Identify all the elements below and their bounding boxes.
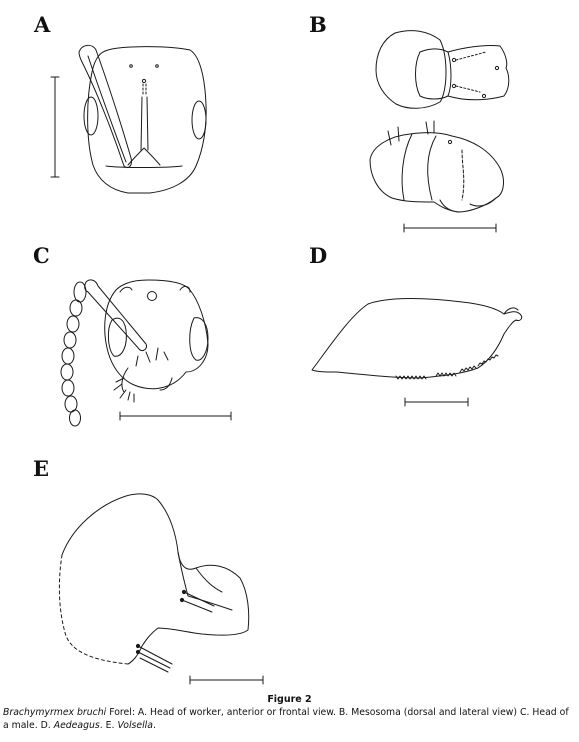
volsella-dashed-margin: [59, 555, 128, 664]
panel-label-c: C: [33, 243, 50, 268]
aedeagus-outline: [312, 299, 522, 379]
scale-bar-d: [405, 398, 468, 406]
scale-bar-e: [190, 676, 263, 684]
male-eye-right: [190, 318, 208, 361]
caption-term-aedeagus: Aedeagus: [53, 719, 100, 731]
caption-body-part-1: Forel: A. Head of worker, anterior or fr…: [3, 707, 569, 731]
aedeagus-serrate-margin: [396, 355, 498, 379]
figure-caption-title: Figure 2: [267, 694, 312, 705]
pronotum-dorsal: [376, 31, 446, 109]
ocellus-median: [142, 79, 145, 82]
panel-label-d: D: [309, 243, 327, 268]
volsella-lobe: [196, 568, 222, 592]
male-antennal-scape: [85, 280, 147, 351]
aedeagus-apex-hook: [504, 308, 518, 314]
head-vertex-corners: [120, 286, 190, 292]
propodeal-suture: [462, 150, 464, 200]
clypeal-hairs: [136, 348, 168, 366]
scale-bar-a: [51, 77, 59, 177]
caption-term-volsella: Volsella: [117, 719, 153, 731]
mesopleuron-suture: [428, 136, 436, 200]
male-ocellus: [148, 292, 157, 301]
panel-d: D: [309, 243, 522, 406]
caption-body-part-2: . E.: [99, 719, 118, 731]
mandible-setae: [114, 378, 134, 402]
panel-a: A: [33, 12, 206, 193]
male-head-outline: [105, 280, 208, 389]
spiracle-dorsal-2: [495, 66, 498, 69]
panel-b: B: [309, 12, 509, 232]
caption-species-name: Brachymyrmex bruchi: [3, 707, 107, 718]
male-eye-left: [108, 318, 126, 356]
volsella-setae-lower: [136, 644, 172, 672]
pronotum-suture-lateral: [402, 134, 412, 200]
spiracle-dorsal-4: [482, 94, 485, 97]
mesosoma-lateral: [370, 133, 503, 212]
antennal-scape: [79, 45, 131, 167]
scale-bar-b: [404, 224, 496, 232]
figure-caption: Brachymyrmex bruchi Forel: A. Head of wo…: [3, 707, 577, 732]
spiracle-lateral: [448, 140, 451, 143]
panel-label-a: A: [33, 12, 51, 37]
panel-label-b: B: [309, 12, 327, 37]
frontal-carina: [143, 84, 146, 96]
propodeum-dorsal: [448, 45, 509, 99]
clypeus: [106, 148, 182, 168]
volsella-inner-fold: [178, 552, 232, 610]
volsella-setae-upper: [180, 590, 214, 612]
frontal-line: [141, 97, 148, 150]
panel-label-e: E: [33, 456, 49, 481]
figure-plate: A B: [33, 12, 579, 690]
scape-inner-line: [88, 56, 126, 162]
panel-c: C: [33, 243, 231, 426]
spiracle-dorsal-1: [452, 58, 455, 61]
scale-bar-c: [120, 412, 231, 420]
male-antennal-funiculus: [61, 282, 86, 426]
ocellus-right: [156, 65, 159, 68]
worker-head-outline: [88, 47, 207, 193]
compound-eye-right: [192, 101, 206, 139]
setae-lateral: [388, 121, 434, 145]
coxa-lateral: [440, 198, 496, 212]
ocellus-left: [130, 65, 133, 68]
panel-e: E: [33, 456, 263, 684]
caption-body-part-3: .: [152, 719, 156, 731]
volsella-outline: [62, 494, 249, 664]
compound-eye-left: [84, 97, 98, 135]
male-mandible: [122, 368, 172, 392]
spiracle-dorsal-3: [452, 84, 455, 87]
metanotal-groove: [456, 52, 486, 92]
